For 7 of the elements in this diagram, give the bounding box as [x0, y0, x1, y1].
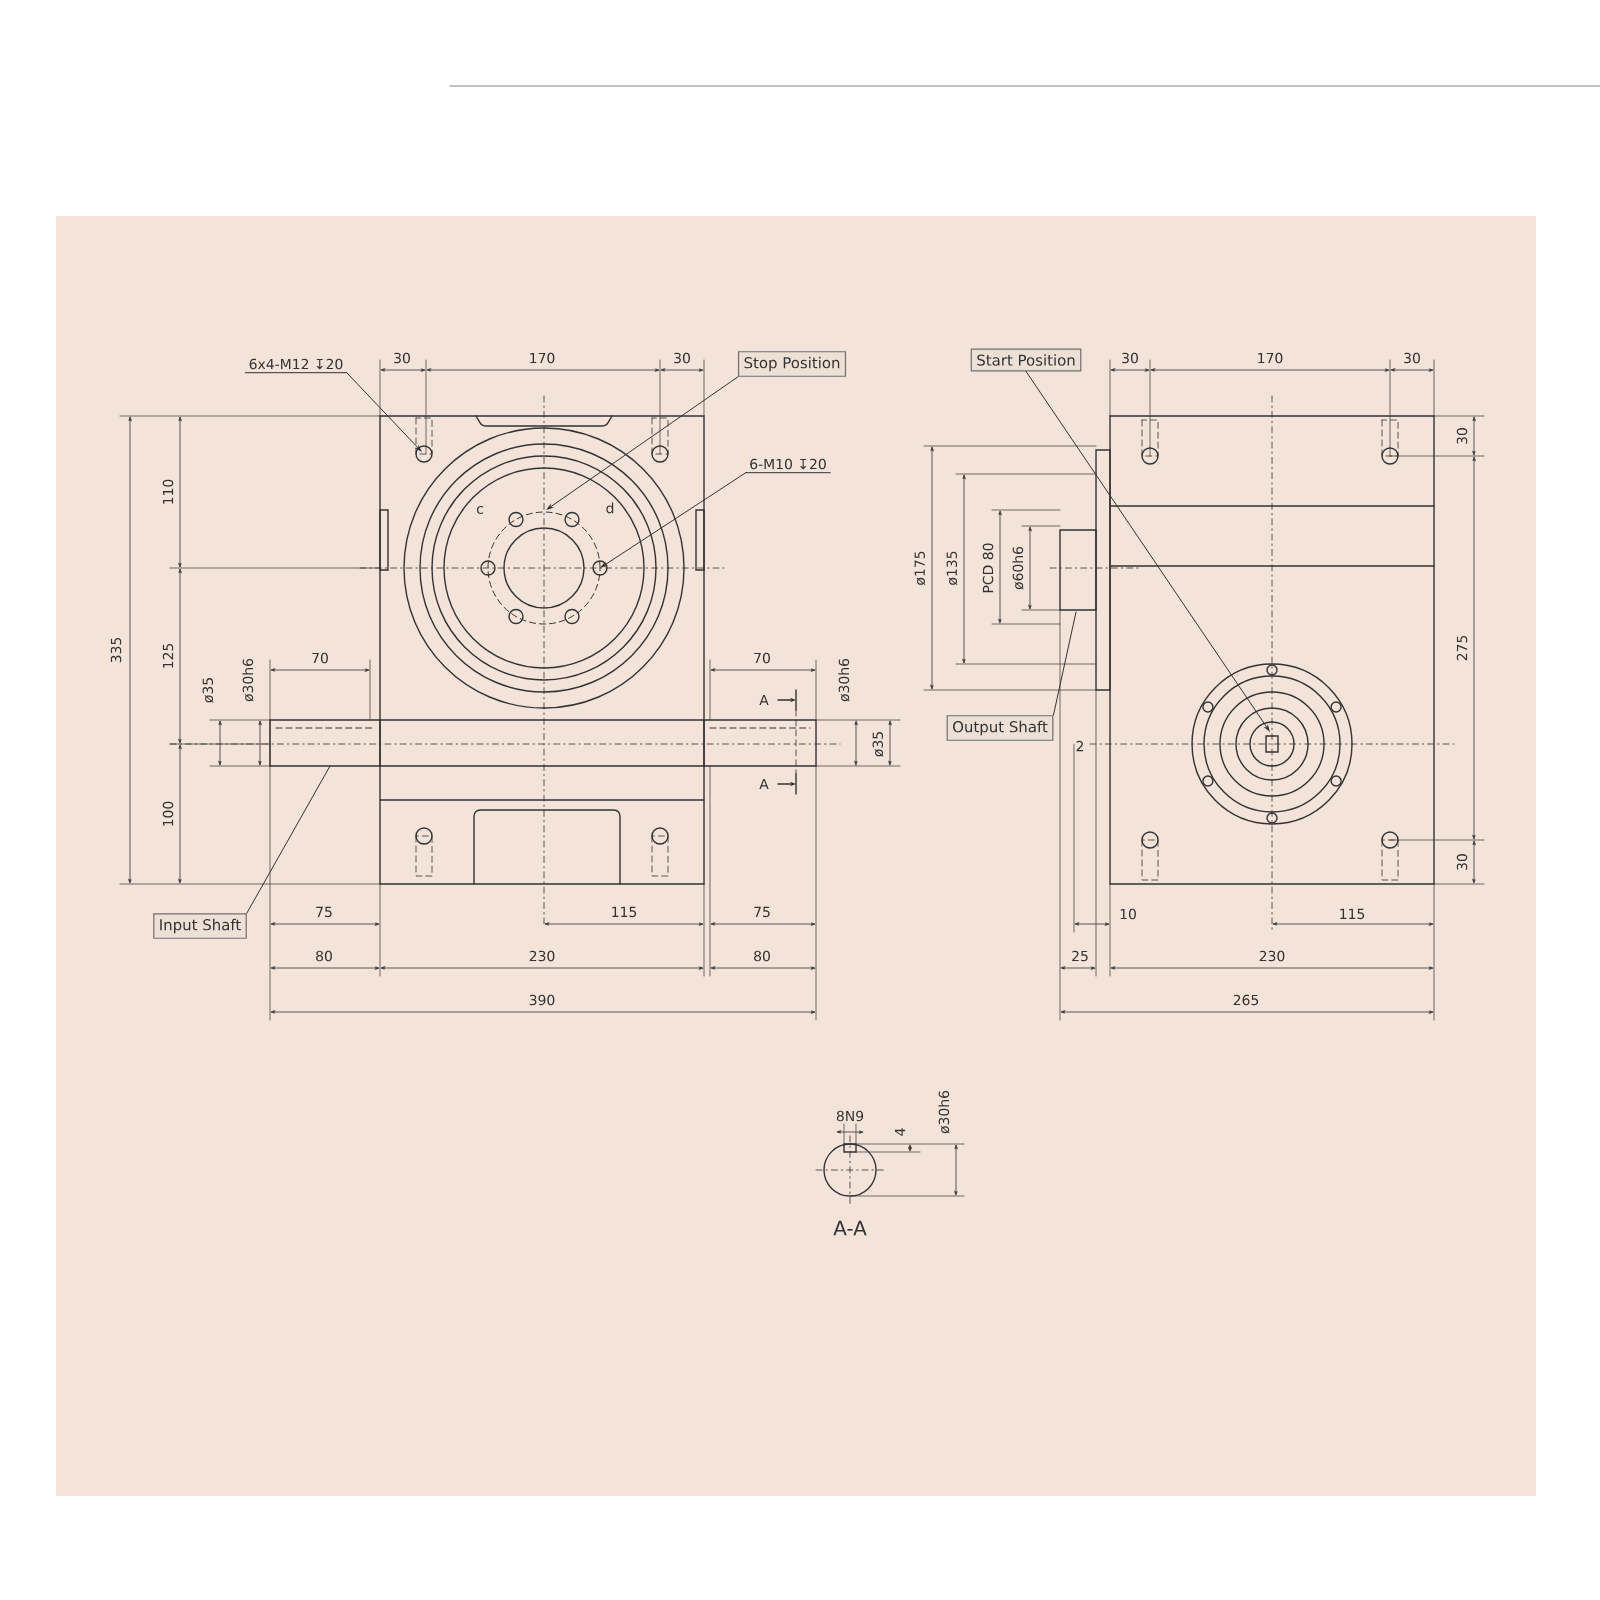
leader-line — [346, 372, 422, 452]
leader-line — [546, 376, 739, 510]
leader-line — [1025, 370, 1270, 732]
leader-line — [1052, 611, 1077, 716]
leader-line — [600, 472, 747, 568]
leader-line — [246, 765, 331, 914]
section-title: A-A — [833, 1220, 867, 1236]
